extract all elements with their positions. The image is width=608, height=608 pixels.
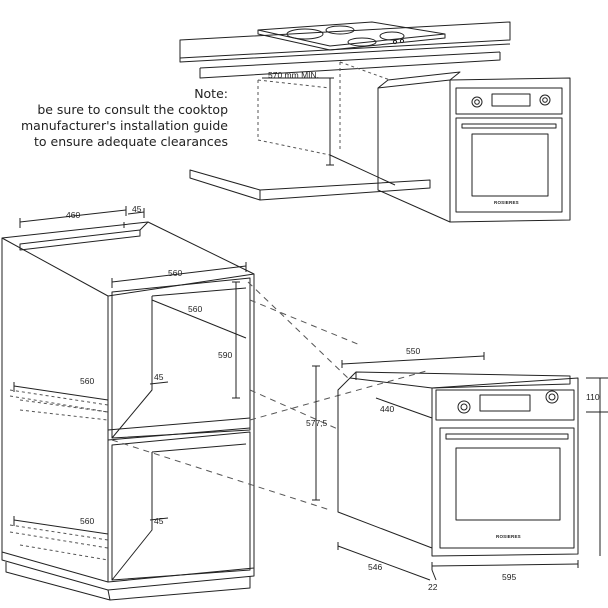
label-cab-inner-width: 560 (168, 268, 182, 278)
cooktop (257, 21, 446, 51)
label-bottom-gap: 45 (154, 516, 164, 526)
cabinet-dims (13, 206, 247, 535)
label-cooktop-clearance: 570 mm MIN. (268, 70, 319, 80)
note-line-2: manufacturer's installation guide (20, 118, 228, 133)
label-overall-depth: 546 (368, 562, 382, 572)
top-lower-counter (189, 154, 431, 201)
label-mid-gap: 45 (154, 372, 164, 382)
projection-lines (111, 281, 431, 511)
note-line-3: to ensure adequate clearances (34, 134, 228, 149)
note-heading: Note: (194, 86, 228, 101)
tall-cabinet (1, 221, 255, 601)
label-body-height: 577,5 (306, 418, 328, 428)
label-mid-width: 560 (80, 376, 94, 386)
label-bottom-width: 560 (80, 516, 94, 526)
top-oven (377, 71, 571, 223)
cabinet-dashed-shelves (9, 389, 109, 561)
oven-dims (312, 352, 608, 581)
cabinet-openings (107, 277, 251, 581)
main-oven-brand: ROSIERES (496, 534, 521, 539)
label-cab-top-depth: 460 (66, 210, 80, 220)
label-body-width: 550 (406, 346, 420, 356)
label-cab-inner-depth: 560 (188, 304, 202, 314)
top-countertop (179, 21, 511, 79)
cooktop-note: Note: be sure to consult the cooktop man… (0, 86, 228, 150)
label-front-width: 595 (502, 572, 516, 582)
top-cabinet-outline (257, 61, 391, 156)
label-cab-inner-height: 590 (218, 350, 232, 360)
label-body-depth: 440 (380, 404, 394, 414)
top-oven-brand: ROSIERES (494, 200, 519, 205)
main-oven (337, 371, 579, 557)
label-door-thickness: 22 (428, 582, 438, 592)
note-line-1: be sure to consult the cooktop (37, 102, 228, 117)
top-clearance-dim (262, 77, 334, 166)
label-panel-height: 110 (586, 392, 600, 402)
label-cab-top-gap: 45 (132, 204, 142, 214)
